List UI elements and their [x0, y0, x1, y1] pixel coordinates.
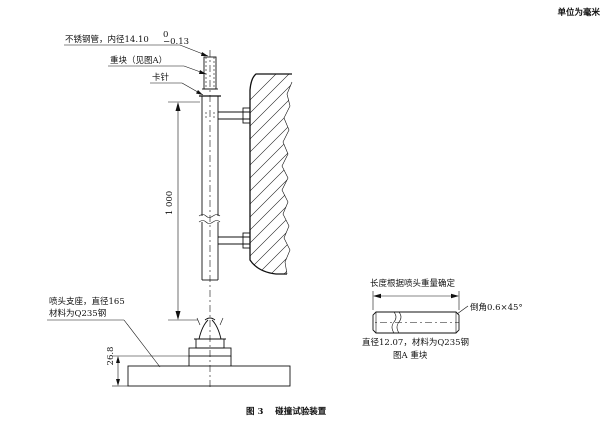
sprinkler [188, 317, 232, 357]
tube-tolerance-upper: 0 [163, 30, 168, 40]
weight-label-text: 重块（见图A） [110, 55, 167, 66]
lower-bracket [218, 232, 251, 249]
wall-section [249, 73, 293, 275]
sprinkler-base [127, 356, 291, 387]
base-label-line1: 喷头支座，直径165 [49, 296, 125, 307]
unit-note: 单位为毫米 [557, 7, 600, 18]
detail-a-spec: 直径12.07，材料为Q235钢 [362, 337, 469, 348]
detail-a: 长度根据喷头重量确定 倒角0.6×45° 直径12.07，材料为Q235钢 图A… [362, 278, 523, 361]
detail-a-caption: 图A 重块 [393, 350, 428, 361]
base-label: 喷头支座，直径165 材料为Q235钢 [47, 296, 161, 368]
length-dimension: 1 000 [165, 101, 200, 321]
pin-label-text: 卡针 [152, 72, 170, 83]
tube-label-text: 不锈钢管，内径14.10 [65, 34, 149, 45]
detail-a-length-note: 长度根据喷头重量确定 [370, 278, 456, 289]
figure-caption: 图 3 碰撞试验装置 [246, 406, 327, 417]
stainless-tube [198, 95, 221, 281]
wall-hatching [250, 74, 292, 274]
detail-a-chamfer: 倒角0.6×45° [470, 302, 523, 313]
wall-outline [249, 73, 292, 275]
base-label-line2: 材料为Q235钢 [49, 308, 106, 319]
base-height-value: 26.8 [106, 347, 116, 366]
tube-tolerance-lower: −0.13 [163, 37, 189, 47]
wall-break-line [281, 81, 293, 275]
tube-label: 不锈钢管，内径14.10 0 −0.13 [64, 30, 209, 57]
length-value: 1 000 [165, 191, 175, 215]
pin-label: 卡针 [150, 72, 204, 96]
weight-label: 重块（见图A） [108, 55, 207, 75]
upper-bracket [218, 107, 251, 124]
base-height-dimension: 26.8 [106, 347, 189, 387]
